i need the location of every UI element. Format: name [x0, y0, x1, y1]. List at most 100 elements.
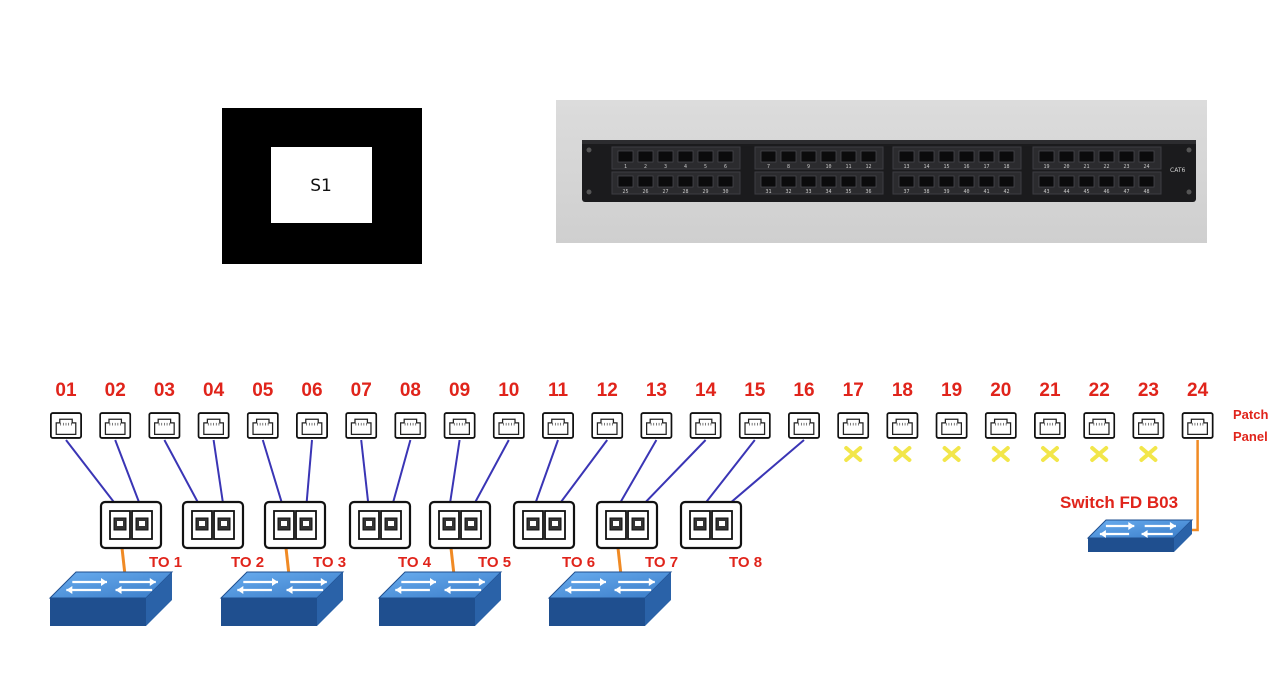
- port-number: 23: [1138, 380, 1159, 401]
- blue-cable: [390, 439, 412, 511]
- patch-port-01[interactable]: [50, 412, 82, 439]
- photo-jack: [978, 150, 995, 163]
- telecom-outlet[interactable]: [595, 500, 659, 550]
- photo-jack: [938, 175, 955, 188]
- patch-port-20[interactable]: [984, 412, 1017, 439]
- photo-port-number: 16: [963, 164, 969, 170]
- telecom-outlet[interactable]: [99, 500, 163, 550]
- port-number: 04: [203, 380, 225, 401]
- telecom-outlet[interactable]: [181, 500, 245, 550]
- telecom-outlet[interactable]: [679, 500, 743, 550]
- port-number: 01: [55, 380, 77, 401]
- patch-port-17[interactable]: [837, 412, 870, 439]
- photo-port-number: 4: [684, 164, 687, 170]
- patch-port-22[interactable]: [1083, 412, 1116, 439]
- patch-port-14[interactable]: [689, 412, 722, 439]
- photo-port-number: 11: [845, 164, 851, 170]
- telecom-outlet[interactable]: [263, 500, 327, 550]
- uplink-cable: [1180, 440, 1199, 532]
- photo-port-number: 12: [865, 164, 871, 170]
- photo-jack: [898, 150, 915, 163]
- photo-jack: [1078, 175, 1095, 188]
- patch-port-06[interactable]: [296, 412, 328, 439]
- telecom-outlet[interactable]: [428, 500, 492, 550]
- photo-port-number: 29: [702, 189, 708, 195]
- patch-port-03[interactable]: [148, 412, 181, 439]
- switch-icon: [219, 571, 345, 626]
- photo-jack: [820, 175, 837, 188]
- patch-port-11[interactable]: [542, 412, 574, 439]
- port-number: 02: [105, 380, 126, 401]
- port-number: 24: [1187, 380, 1209, 401]
- port-number: 19: [941, 380, 962, 401]
- patch-port-23[interactable]: [1132, 412, 1165, 439]
- photo-jack: [780, 150, 797, 163]
- blue-cable: [615, 439, 658, 511]
- patch-port-13[interactable]: [640, 412, 673, 439]
- patch-port-19[interactable]: [935, 412, 968, 439]
- photo-jack: [1078, 150, 1095, 163]
- port-number: 16: [793, 380, 814, 401]
- blue-cable: [721, 439, 805, 511]
- photo-jack: [978, 175, 995, 188]
- photo-port-number: 32: [785, 189, 791, 195]
- switch-icon: [1086, 519, 1194, 552]
- patch-port-08[interactable]: [394, 412, 427, 439]
- photo-jack: [860, 150, 877, 163]
- port-number: 21: [1039, 380, 1061, 401]
- photo-port-number: 43: [1043, 189, 1049, 195]
- photo-port-number: 20: [1063, 164, 1069, 170]
- patch-port-04[interactable]: [197, 412, 230, 439]
- photo-jack: [1098, 150, 1115, 163]
- port-number: 20: [990, 380, 1011, 401]
- photo-jack: [617, 175, 634, 188]
- patch-port-12[interactable]: [591, 412, 624, 439]
- telecom-outlet[interactable]: [348, 500, 412, 550]
- photo-port-number: 9: [807, 164, 810, 170]
- patch-port-16[interactable]: [788, 412, 820, 439]
- photo-port-number: 21: [1083, 164, 1089, 170]
- outlet-label: TO 4: [398, 554, 432, 571]
- photo-jack: [657, 175, 674, 188]
- port-number: 03: [154, 380, 175, 401]
- patch-port-05[interactable]: [246, 412, 279, 439]
- patch-port-10[interactable]: [492, 412, 525, 439]
- photo-jack: [717, 150, 734, 163]
- s1-label: S1: [310, 176, 332, 196]
- port-number: 10: [498, 380, 519, 401]
- patch-port-09[interactable]: [443, 412, 476, 439]
- patch-port-24[interactable]: [1181, 412, 1214, 439]
- outlet-label: TO 5: [478, 554, 511, 571]
- patch-port-07[interactable]: [345, 412, 378, 439]
- telecom-outlet[interactable]: [512, 500, 576, 550]
- photo-cat-label: CAT6: [1170, 167, 1185, 174]
- photo-port-number: 17: [983, 164, 989, 170]
- port-number: 07: [351, 380, 372, 401]
- patch-port-18[interactable]: [886, 412, 919, 439]
- port-number: 14: [695, 380, 717, 401]
- photo-port-number: 34: [825, 189, 831, 195]
- outlet-label: TO 7: [645, 554, 678, 571]
- photo-jack: [998, 150, 1015, 163]
- port-number: 15: [744, 380, 766, 401]
- photo-port-number: 7: [767, 164, 770, 170]
- photo-port-number: 33: [805, 189, 811, 195]
- port-number: 18: [892, 380, 913, 401]
- port-number: 06: [301, 380, 322, 401]
- core-switch-icon: [1086, 519, 1194, 552]
- patch-port-02[interactable]: [99, 412, 132, 439]
- photo-port-number: 35: [845, 189, 851, 195]
- unused-x-icon: [991, 446, 1010, 462]
- photo-port-number: 48: [1143, 189, 1149, 195]
- photo-port-number: 31: [765, 189, 771, 195]
- photo-jack: [1098, 175, 1115, 188]
- patch-port-21[interactable]: [1034, 412, 1066, 439]
- photo-port-number: 41: [983, 189, 989, 195]
- photo-jack: [677, 175, 694, 188]
- patch-port-15[interactable]: [738, 412, 771, 439]
- photo-jack: [820, 150, 837, 163]
- photo-port-number: 27: [662, 189, 668, 195]
- photo-jack: [840, 175, 857, 188]
- photo-port-number: 2: [644, 164, 647, 170]
